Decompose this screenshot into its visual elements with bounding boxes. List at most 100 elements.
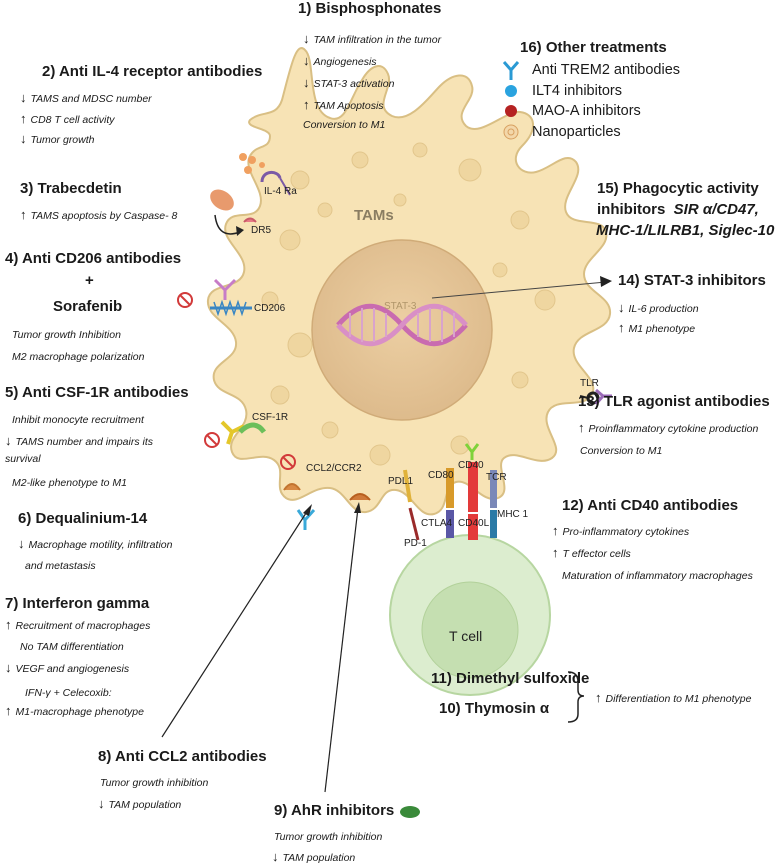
ahr-effect: ↓TAM population <box>272 849 356 864</box>
anti-cd206-effect: M2 macrophage polarization <box>12 351 145 363</box>
anti-csf1r-effect: Inhibit monocyte recruitment <box>12 414 144 426</box>
pd1-receptor-icon <box>408 507 420 541</box>
dr5-receptor-icon <box>243 217 257 223</box>
tlr-agonist-title: 13) TLR agonist antibodies <box>578 393 770 410</box>
arrow-head <box>303 504 312 516</box>
anti-cd206-subtitle: Sorafenib <box>53 298 123 315</box>
down-arrow-icon: ↓ <box>303 53 310 68</box>
arrow-head <box>600 276 612 287</box>
bisphosphonates-effect: ↓TAM infiltration in the tumor <box>303 31 442 46</box>
anti-il4-effect: ↑CD8 T cell activity <box>20 111 115 126</box>
tams-label: TAMs <box>354 207 394 224</box>
nucleus <box>311 239 493 421</box>
anti-ccl2-effect: Tumor growth inhibition <box>100 777 209 789</box>
csf1r-label: CSF-1R <box>252 412 289 423</box>
up-arrow-icon: ↑ <box>618 320 625 335</box>
ccl2-pointer-line <box>161 509 309 738</box>
stat3-label: STAT-3 <box>384 301 417 312</box>
mhc1-receptor-icon <box>490 470 497 508</box>
trabectedin-molecule-icon <box>210 189 244 236</box>
cd206-receptor-icon <box>210 299 252 317</box>
cd40-antibody-icon <box>464 443 480 460</box>
brace-icon <box>567 671 585 723</box>
cd80-receptor-icon <box>446 468 454 508</box>
il4ra-receptor-icon <box>260 171 282 183</box>
antibody-icon <box>502 61 520 80</box>
trabectedin-effect: ↑TAMS apoptosis by Caspase- 8 <box>20 207 178 222</box>
anti-ccl2-effect: ↓TAM population <box>98 796 182 811</box>
anti-cd40-title: 12) Anti CD40 antibodies <box>562 497 739 514</box>
anti-csf1r-effect: survival <box>5 453 41 465</box>
phagocytic-targets-2: MHC-1/LILRB1, Siglec-10 <box>596 222 775 239</box>
cd40-receptor-icon <box>468 462 478 512</box>
interferon-effect: ↓VEGF and angiogenesis <box>5 660 130 675</box>
up-arrow-icon: ↑ <box>552 523 559 538</box>
nanoparticle-icon <box>503 124 519 140</box>
other-item: Nanoparticles <box>532 124 621 140</box>
stat3-pointer-line <box>431 281 607 299</box>
tlr-agonist-effect: Conversion to M1 <box>580 445 663 457</box>
down-arrow-icon: ↓ <box>20 90 27 105</box>
other-item: ILT4 inhibitors <box>532 83 622 99</box>
tcr-receptor-icon <box>490 510 497 538</box>
inhibit-symbol-icon <box>204 432 220 448</box>
cd40l-label: CD40L <box>458 518 490 529</box>
bisphosphonates-effect: ↑TAM Apoptosis <box>303 97 384 112</box>
interferon-effect: No TAM differentiation <box>20 641 124 653</box>
trabectedin-title: 3) Trabecdetin <box>20 180 122 197</box>
il4ra-label: IL-4 Ra <box>264 186 297 197</box>
pdl1-label: PDL1 <box>388 476 414 487</box>
arrow-head <box>354 502 361 513</box>
stat3-inhibitors-title: 14) STAT-3 inhibitors <box>618 272 766 289</box>
dr5-label: DR5 <box>251 225 272 236</box>
bisphosphonates-effect: ↓Angiogenesis <box>303 53 377 68</box>
tcell-label: T cell <box>449 628 483 644</box>
other-item: MAO-A inhibitors <box>532 103 641 119</box>
anti-csf1r-effect: M2-like phenotype to M1 <box>12 477 127 489</box>
anti-il4-title: 2) Anti IL-4 receptor antibodies <box>42 63 263 80</box>
ccr2-receptor-icon <box>283 483 301 491</box>
down-arrow-icon: ↓ <box>5 433 12 448</box>
down-arrow-icon: ↓ <box>272 849 279 864</box>
phagocytic-title-2: inhibitors SIR α/CD47, <box>597 201 759 218</box>
dna-helix-icon <box>336 303 468 347</box>
anti-cd40-effect: ↑T effector cells <box>552 545 631 560</box>
dequalinium-effect: and metastasis <box>25 560 96 572</box>
interferon-title: 7) Interferon gamma <box>5 595 150 612</box>
antibody-icon <box>296 508 316 530</box>
other-treatments-title: 16) Other treatments <box>520 39 667 56</box>
ctla4-receptor-icon <box>446 510 454 538</box>
ahr-receptor-icon <box>349 493 371 501</box>
dequalinium-title: 6) Dequalinium-14 <box>18 510 148 527</box>
bisphosphonates-effect: ↓STAT-3 activation <box>303 75 395 90</box>
bisphosphonates-title: 1) Bisphosphonates <box>298 0 442 17</box>
phagocytic-targets: SIR α/CD47, <box>673 201 759 218</box>
up-arrow-icon: ↑ <box>595 690 602 705</box>
dmso-title: 11) Dimethyl sulfoxide <box>431 670 590 687</box>
ccl2-ccr2-label: CCL2/CCR2 <box>306 463 362 474</box>
ahr-effect: Tumor growth inhibition <box>274 831 383 843</box>
antibody-icon <box>594 388 612 405</box>
il4-ligands-icon <box>239 153 265 174</box>
cd40-label: CD40 <box>458 460 484 471</box>
tlr-label: TLR <box>580 378 599 389</box>
pdl1-receptor-icon <box>403 469 412 503</box>
anti-ccl2-title: 8) Anti CCL2 antibodies <box>98 748 267 765</box>
red-sphere-icon <box>505 105 517 117</box>
anti-cd206-plus: + <box>85 272 94 289</box>
tcr-label: TCR <box>486 472 507 483</box>
stat3-inhibitors-effect: ↑M1 phenotype <box>618 320 696 335</box>
down-arrow-icon: ↓ <box>303 31 310 46</box>
interferon-effect: IFN-γ + Celecoxib: <box>25 687 112 699</box>
up-arrow-icon: ↑ <box>20 111 27 126</box>
antibody-icon <box>213 278 237 300</box>
up-arrow-icon: ↑ <box>552 545 559 560</box>
inhibit-symbol-icon <box>177 292 193 308</box>
inhibit-symbol-icon <box>280 454 296 470</box>
tlr-agonist-effect: ↑Proinflammatory cytokine production <box>578 420 759 435</box>
phagocytic-title: 15) Phagocytic activity <box>597 180 759 197</box>
t-cell-nucleus <box>421 581 519 679</box>
cd206-label: CD206 <box>254 303 286 314</box>
stat3-inhibitors-effect: ↓IL-6 production <box>618 300 699 315</box>
